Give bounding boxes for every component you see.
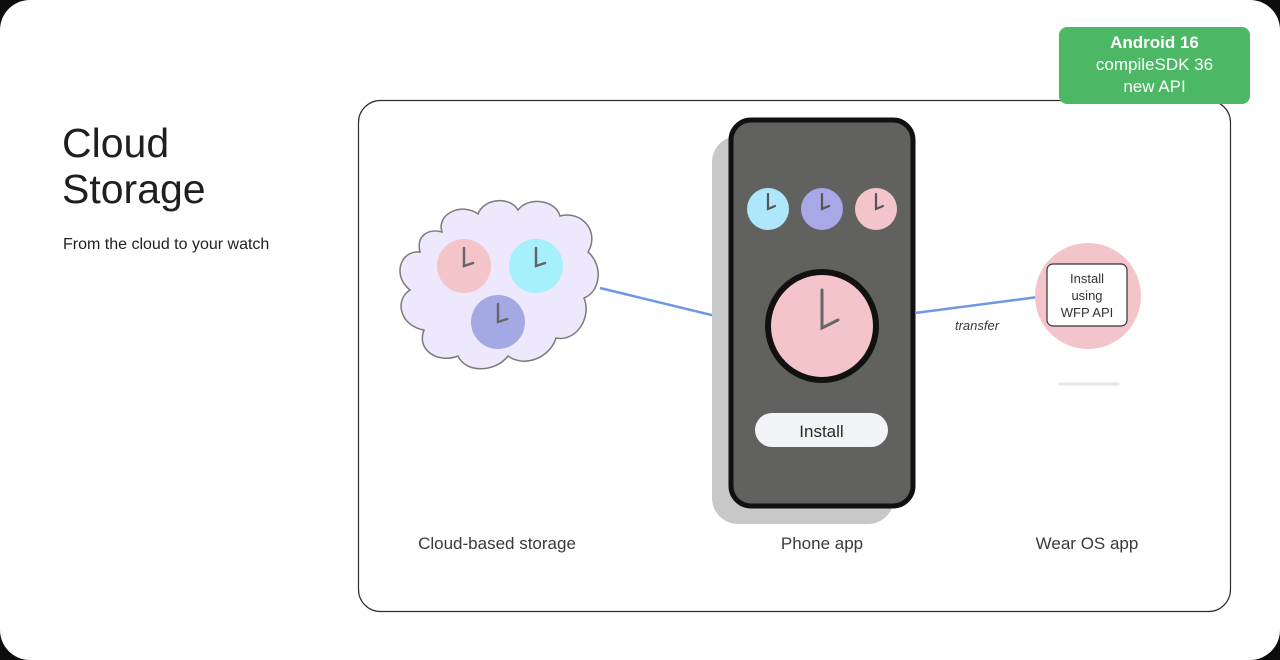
- watch-box-line2: using: [1071, 288, 1102, 303]
- phone-clock-lavender-icon: [801, 188, 843, 230]
- watch-box-line3: WFP API: [1061, 305, 1114, 320]
- cloud-to-phone-arrow: [599, 286, 729, 321]
- watch-install-box: Install using WFP API: [1046, 263, 1128, 327]
- phone-to-watch-arrow: [914, 293, 1047, 315]
- cloud-clock-cyan-icon: [509, 239, 563, 293]
- phone-app-label: Phone app: [781, 534, 863, 553]
- watch-box-line1: Install: [1070, 271, 1104, 286]
- slide-subtitle: From the cloud to your watch: [63, 236, 270, 253]
- cloud-storage-label: Cloud-based storage: [418, 534, 576, 553]
- phone-install-button[interactable]: Install: [755, 413, 888, 447]
- transfer-label: transfer: [955, 318, 1000, 333]
- slide-title: Cloud Storage: [62, 120, 206, 212]
- install-button-label: Install: [799, 422, 843, 441]
- phone-watchface-large-icon: [765, 269, 879, 383]
- android-16-badge: Android 16 compileSDK 36 new API: [1059, 27, 1250, 104]
- badge-line-2: compileSDK 36: [1095, 55, 1214, 74]
- diagram: Install transfer Install using WFP API C…: [357, 99, 1232, 613]
- badge-line-3: new API: [1123, 77, 1186, 96]
- badge-line-1: Android 16: [1110, 33, 1199, 52]
- cloud-clock-pink-icon: [437, 239, 491, 293]
- phone-clock-light-blue-icon: [747, 188, 789, 230]
- cloud-clock-purple-icon: [471, 295, 525, 349]
- phone-clock-pink-icon: [855, 188, 897, 230]
- wear-os-app-label: Wear OS app: [1036, 534, 1139, 553]
